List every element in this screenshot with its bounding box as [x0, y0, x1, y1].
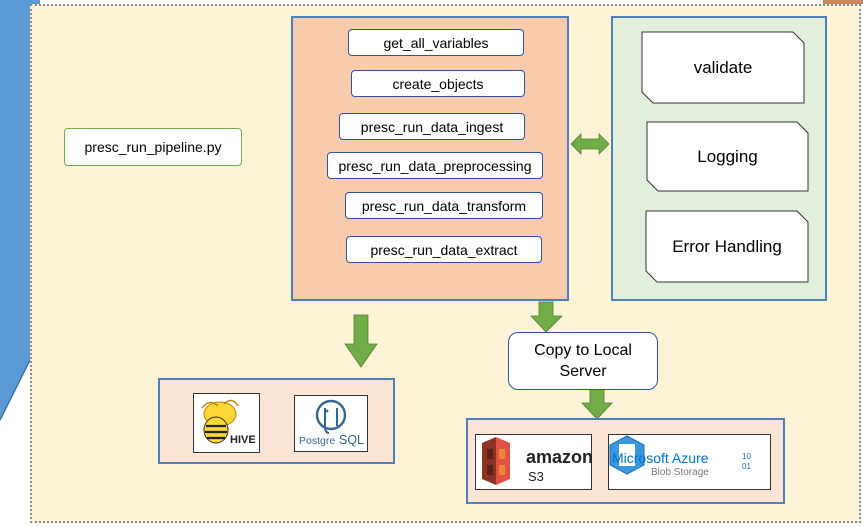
function-box-data-ingest: presc_run_data_ingest — [339, 113, 525, 140]
down-arrow-to-cloud — [581, 388, 613, 420]
azure-blob-logo: Microsoft Azure Blob Storage 10 01 — [608, 434, 771, 490]
pipeline-script-label: presc_run_pipeline.py — [84, 139, 222, 155]
utility-label: Error Handling — [672, 236, 782, 256]
function-box-get-all-variables: get_all_variables — [348, 29, 524, 56]
blob-glyph-a: 10 — [742, 452, 751, 461]
orchestrator-container: get_all_variables create_objects presc_r… — [291, 16, 569, 301]
function-label: presc_run_data_extract — [370, 241, 518, 258]
amazon-logo-text: amazon — [526, 447, 594, 467]
function-box-data-transform: presc_run_data_transform — [345, 192, 543, 219]
s3-logo-text: S3 — [528, 469, 544, 484]
s3-bucket-icon — [482, 437, 510, 485]
postgresql-logo: Postgre SQL — [294, 395, 368, 452]
copy-step-line-1: Copy to Local — [534, 342, 632, 359]
hive-logo: HIVE — [193, 393, 260, 453]
cloud-targets-container: amazon S3 Microsoft Azure Blob Storage 1… — [466, 418, 785, 504]
utility-box-validate: validate — [641, 31, 805, 104]
blob-glyph-b: 01 — [742, 462, 751, 471]
utility-box-error-handling: Error Handling — [645, 210, 809, 283]
down-arrow-to-databases — [344, 314, 378, 368]
corner-accent — [823, 0, 863, 4]
function-label: presc_run_data_ingest — [360, 118, 504, 135]
function-label: create_objects — [392, 75, 484, 92]
azure-logo-text: Microsoft Azure — [612, 450, 709, 466]
function-box-data-preprocessing: presc_run_data_preprocessing — [327, 152, 543, 179]
copy-step-line-2: Server — [559, 363, 607, 380]
utility-label: validate — [693, 57, 753, 77]
postgresql-logo-text-a: Postgre — [299, 435, 336, 447]
utility-label: Logging — [697, 146, 758, 166]
pipeline-script-box: presc_run_pipeline.py — [64, 128, 242, 166]
function-label: presc_run_data_preprocessing — [338, 157, 532, 174]
utilities-container: validate Logging Error Handling — [611, 16, 827, 301]
function-box-create-objects: create_objects — [351, 70, 525, 97]
copy-to-local-server-box: Copy to Local Server — [508, 332, 658, 390]
utility-box-logging: Logging — [646, 121, 809, 192]
down-arrow-to-copy — [530, 301, 563, 333]
amazon-s3-logo: amazon S3 — [475, 434, 594, 490]
database-targets-container: HIVE Postgre SQL — [158, 378, 395, 464]
postgresql-elephant-icon — [315, 399, 347, 434]
function-label: presc_run_data_transform — [361, 197, 527, 214]
hive-bee-icon — [201, 399, 239, 444]
hive-logo-text: HIVE — [230, 434, 256, 446]
postgresql-logo-text-b: SQL — [339, 433, 365, 447]
blob-storage-text: Blob Storage — [651, 467, 709, 478]
bidirectional-arrow — [571, 133, 609, 155]
azure-blob-icon — [609, 435, 645, 475]
function-label: get_all_variables — [383, 34, 489, 51]
function-box-data-extract: presc_run_data_extract — [346, 236, 542, 263]
